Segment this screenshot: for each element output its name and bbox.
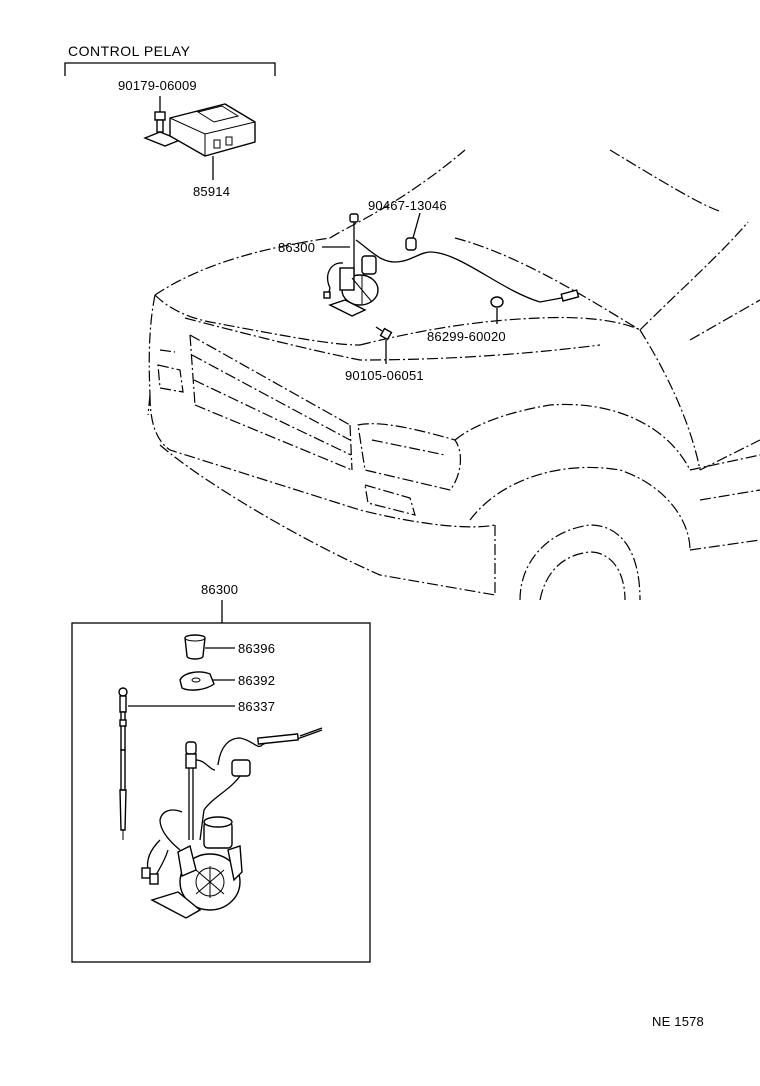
figure-code: NE 1578 — [652, 1014, 704, 1029]
antenna-rod-icon — [118, 687, 128, 840]
detail-assy-label: 86300 — [201, 582, 238, 597]
antenna-assy-label: 86300 — [278, 240, 315, 255]
washer-icon — [179, 671, 215, 691]
washer-label: 86392 — [238, 673, 275, 688]
grommet-label: 86299-60020 — [427, 329, 506, 344]
cable-clip-icon — [405, 237, 417, 251]
antenna-motor-assy-icon — [141, 727, 323, 919]
screw-label: 90105-06051 — [345, 368, 424, 383]
relay-label: 85914 — [193, 184, 230, 199]
vehicle-outline — [147, 149, 760, 601]
nut-icon — [184, 634, 206, 660]
screw-icon — [375, 326, 393, 341]
antenna-motor-icon — [323, 213, 580, 317]
control-relay-group: CONTROL PELAY 90179-06009 85914 — [64, 43, 276, 199]
detail-frame — [71, 622, 371, 963]
control-relay-bracket — [64, 62, 276, 76]
antenna-detail-group: 86300 86396 86392 86337 — [71, 582, 371, 963]
rod-label: 86337 — [238, 699, 275, 714]
nut-label: 86396 — [238, 641, 275, 656]
cable-clip-label: 90467-13046 — [368, 198, 447, 213]
relay-bolt-label: 90179-06009 — [118, 78, 197, 93]
installed-antenna-group: 90467-13046 86300 862 — [278, 198, 580, 383]
grommet-icon — [490, 296, 504, 308]
relay-bolt-icon — [154, 111, 166, 133]
control-relay-icon — [143, 103, 256, 157]
control-relay-title: CONTROL PELAY — [68, 43, 191, 59]
cable-clip-leader — [412, 212, 421, 239]
